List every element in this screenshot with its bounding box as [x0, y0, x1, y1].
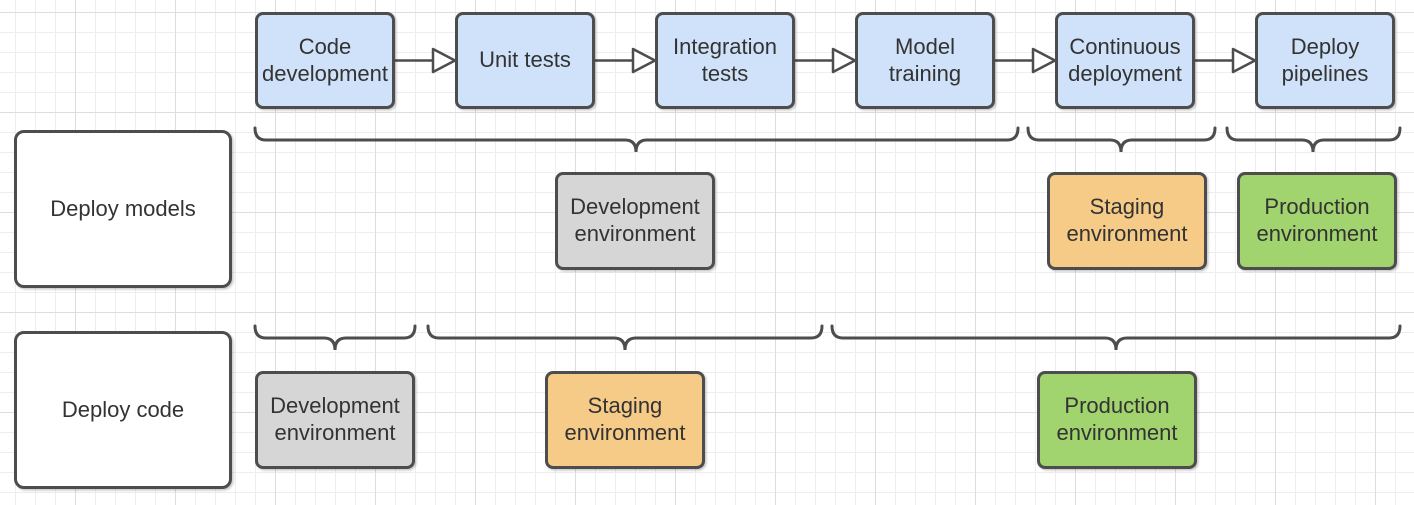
env-code-development[interactable]: Development environment — [255, 371, 415, 469]
node-label: Code development — [262, 33, 388, 86]
node-code-development[interactable]: Code development — [255, 12, 395, 109]
env-models-production[interactable]: Production environment — [1237, 172, 1397, 270]
node-label: Production environment — [1256, 194, 1378, 246]
brace-models-production[interactable] — [1225, 126, 1402, 153]
brace-code-development[interactable] — [253, 324, 417, 351]
arrowhead-icon — [631, 47, 657, 74]
arrowhead-icon — [1231, 47, 1257, 74]
arrow-cd-to-deploy[interactable] — [1195, 47, 1257, 74]
lane-label-deploy-code[interactable]: Deploy code — [14, 331, 232, 489]
node-label: Development environment — [570, 194, 700, 246]
node-model-training[interactable]: Model training — [855, 12, 995, 109]
node-label: Development environment — [270, 393, 400, 445]
brace-models-staging[interactable] — [1026, 126, 1217, 153]
node-label: Production environment — [1056, 393, 1178, 445]
arrow-unit-to-integration[interactable] — [595, 47, 657, 74]
node-label: Deploy pipelines — [1281, 33, 1369, 86]
node-unit-tests[interactable]: Unit tests — [455, 12, 595, 109]
brace-models-development[interactable] — [253, 126, 1020, 153]
arrowhead-icon — [431, 47, 457, 74]
lane-label-text: Deploy models — [50, 195, 196, 221]
arrow-training-to-cd[interactable] — [995, 47, 1057, 74]
node-integration-tests[interactable]: Integration tests — [655, 12, 795, 109]
lane-label-text: Deploy code — [61, 396, 185, 422]
lane-label-deploy-models[interactable]: Deploy models — [14, 130, 232, 288]
node-label: Continuous deployment — [1068, 33, 1182, 86]
env-models-staging[interactable]: Staging environment — [1047, 172, 1207, 270]
node-label: Staging environment — [1066, 194, 1188, 246]
env-code-production[interactable]: Production environment — [1037, 371, 1197, 469]
arrowhead-icon — [1031, 47, 1057, 74]
node-label: Integration tests — [673, 33, 777, 86]
arrow-code-to-unit[interactable] — [395, 47, 457, 74]
node-continuous-deployment[interactable]: Continuous deployment — [1055, 12, 1195, 109]
brace-code-production[interactable] — [830, 324, 1402, 351]
env-code-staging[interactable]: Staging environment — [545, 371, 705, 469]
node-label: Model training — [888, 33, 962, 86]
arrowhead-icon — [831, 47, 857, 74]
node-label: Staging environment — [564, 393, 686, 445]
brace-code-staging[interactable] — [426, 324, 824, 351]
env-models-development[interactable]: Development environment — [555, 172, 715, 270]
node-label: Unit tests — [479, 47, 571, 73]
arrow-integration-to-training[interactable] — [795, 47, 857, 74]
node-deploy-pipelines[interactable]: Deploy pipelines — [1255, 12, 1395, 109]
